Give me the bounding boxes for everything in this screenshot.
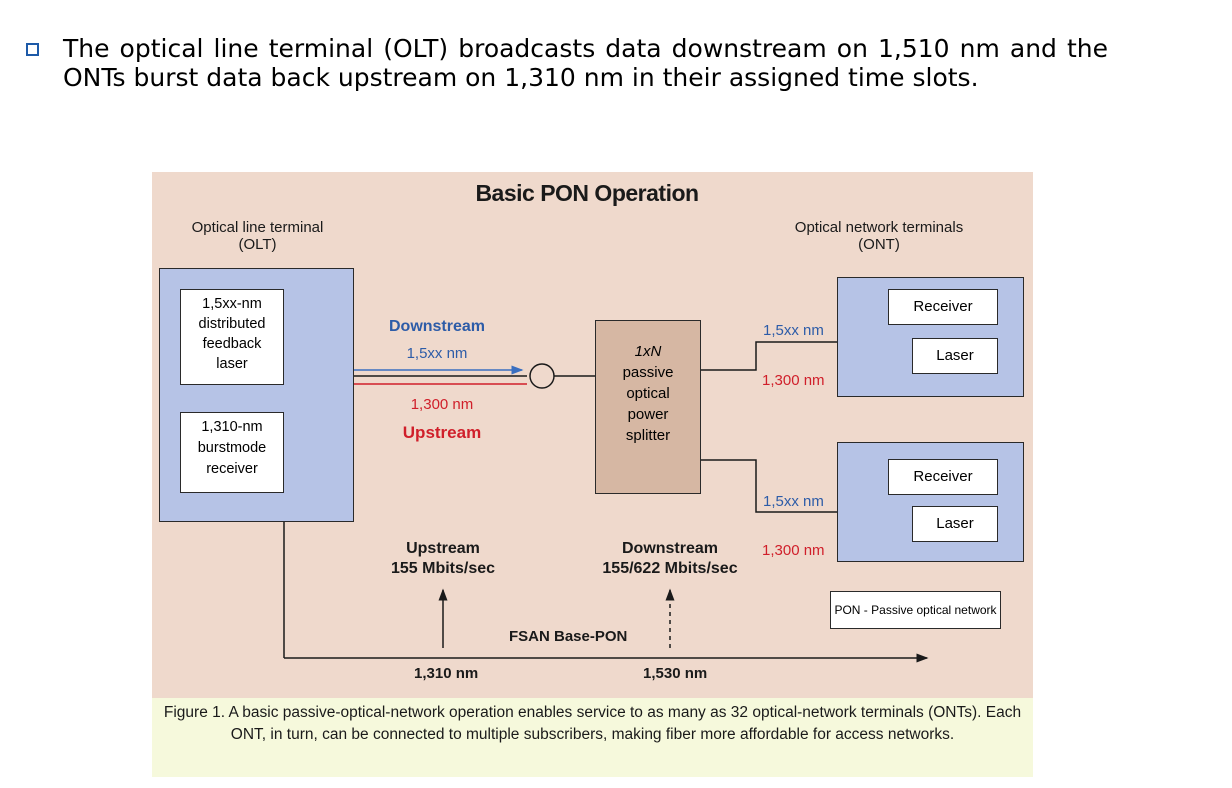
splitter-to-ont-bottom [701, 459, 837, 513]
axis-1530-label: 1,530 nm [643, 665, 708, 682]
upstream-rate-value: 155 Mbits/sec [390, 560, 496, 577]
downstream-rate-block: Downstream 155/622 Mbits/sec [582, 539, 758, 579]
ont-top-receiver: Receiver [888, 289, 998, 325]
caption-band [152, 698, 1033, 777]
splitter-to-ont-top [701, 341, 837, 371]
ont-top-wl-in: 1,5xx nm [763, 322, 824, 339]
downstream-wavelength: 1,5xx nm [406, 345, 468, 362]
diagram-title: Basic PON Operation [475, 180, 699, 206]
ont-top-wl-out: 1,300 nm [762, 372, 825, 389]
olt-label: Optical line terminal (OLT) [170, 219, 345, 253]
dfb-line-3: feedback [202, 336, 262, 352]
pon-legend-box: PON - Passive optical network [830, 591, 1001, 629]
ont-bottom-receiver: Receiver [888, 459, 998, 495]
ont-bottom-wl-in: 1,5xx nm [763, 493, 824, 510]
figure-caption: Figure 1. A basic passive-optical-networ… [163, 704, 1022, 743]
receiver-line-1: 1,310-nm [201, 419, 263, 435]
bullet-text: The optical line terminal (OLT) broadcas… [63, 34, 1108, 92]
upstream-rate-label: Upstream [406, 540, 480, 557]
downstream-rate-value: 155/622 Mbits/sec [602, 560, 738, 577]
splitter-line-1: 1xN [634, 343, 662, 360]
checkbox-bullet-icon [26, 43, 39, 56]
ont-label-line1: Optical network terminals [794, 219, 964, 236]
receiver-line-2: burstmode [197, 440, 267, 456]
receiver-line-3: receiver [206, 461, 258, 477]
splitter-box: 1xN passive optical power splitter [595, 320, 701, 494]
splitter-line-3: optical [626, 385, 670, 402]
burst-receiver-box: 1,310-nm burstmode receiver [180, 412, 284, 493]
dfb-laser-box: 1,5xx-nm distributed feedback laser [180, 289, 284, 385]
fsan-label: FSAN Base-PON [509, 628, 628, 645]
splitter-line-2: passive [622, 364, 674, 381]
pon-figure: Basic PON Operation Optical line termina… [152, 172, 1033, 777]
upstream-rate-block: Upstream 155 Mbits/sec [378, 539, 508, 579]
axis-1310-label: 1,310 nm [414, 665, 479, 682]
coupler-circle [529, 363, 555, 389]
ont-bottom-laser: Laser [912, 506, 998, 542]
ont-label: Optical network terminals (ONT) [774, 219, 984, 253]
dfb-line-4: laser [216, 356, 248, 372]
dfb-line-1: 1,5xx-nm [202, 296, 262, 312]
splitter-line-5: splitter [625, 427, 671, 444]
olt-label-line1: Optical line terminal [191, 219, 324, 236]
olt-label-line2: (OLT) [238, 236, 277, 253]
downstream-label: Downstream [388, 318, 486, 335]
ont-label-line2: (ONT) [858, 236, 900, 253]
upstream-label: Upstream [402, 423, 482, 442]
downstream-rate-label: Downstream [621, 540, 719, 557]
upstream-wavelength: 1,300 nm [410, 396, 474, 413]
splitter-line-4: power [627, 406, 669, 423]
dfb-line-2: distributed [198, 316, 266, 332]
ont-bottom-wl-out: 1,300 nm [762, 542, 825, 559]
ont-top-laser: Laser [912, 338, 998, 374]
bullet-row: The optical line terminal (OLT) broadcas… [26, 34, 1206, 92]
